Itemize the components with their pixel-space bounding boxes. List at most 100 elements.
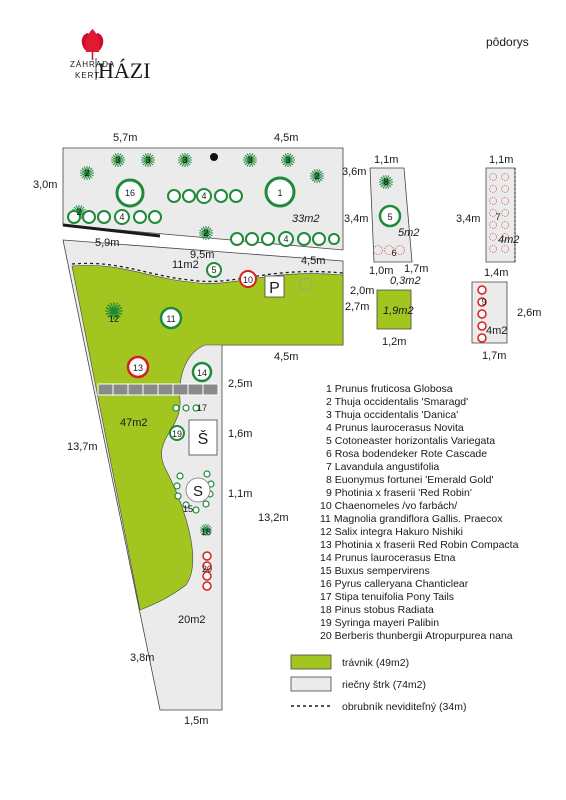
svg-text:16: 16: [125, 188, 135, 198]
dimension-labels: 5,7m 4,5m 3,0m 5,9m 9,5m 4,5m 2,7m 4,5m …: [33, 132, 541, 727]
svg-text:12: 12: [109, 314, 119, 324]
marker-s-caron: Š: [198, 429, 209, 448]
svg-text:6: 6: [391, 248, 396, 258]
svg-text:19: 19: [172, 429, 182, 439]
brand-logo: ZÁHRADA KERT HÁZI: [70, 29, 151, 83]
plant-symbols: [67, 152, 509, 591]
list-item: 3 Thuja occidentalis 'Danica': [326, 409, 458, 421]
svg-text:3: 3: [145, 155, 150, 165]
svg-text:15: 15: [183, 504, 193, 514]
bed-lawn-small: [376, 289, 412, 330]
page-label: pôdorys: [486, 35, 529, 49]
svg-text:2,7m: 2,7m: [345, 301, 369, 313]
svg-text:5: 5: [387, 212, 392, 222]
svg-text:3,4m: 3,4m: [456, 213, 480, 225]
svg-text:5: 5: [211, 265, 216, 275]
svg-text:2: 2: [203, 228, 208, 238]
tulip-icon: [81, 29, 104, 60]
svg-text:5,7m: 5,7m: [113, 132, 137, 144]
svg-text:4: 4: [283, 234, 288, 244]
svg-text:10: 10: [243, 275, 253, 285]
list-item: 7 Lavandula angustifolia: [326, 461, 439, 473]
list-item: 10 Chaenomeles /vo farbách/: [320, 500, 457, 512]
list-item: 2 Thuja occidentalis 'Smaragd': [326, 396, 468, 408]
svg-text:1,2m: 1,2m: [382, 336, 406, 348]
plant-list: 1 Prunus fruticosa Globosa 2 Thuja occid…: [320, 383, 519, 642]
svg-text:2: 2: [76, 207, 81, 217]
svg-text:14: 14: [197, 368, 207, 378]
list-item: 17 Stipa tenuifolia Pony Tails: [320, 591, 454, 603]
svg-text:5m2: 5m2: [398, 227, 419, 239]
svg-text:3,0m: 3,0m: [33, 179, 57, 191]
svg-text:20: 20: [202, 564, 212, 574]
list-item: 18 Pinus stobus Radiata: [320, 604, 434, 616]
svg-text:3: 3: [182, 155, 187, 165]
svg-text:3,4m: 3,4m: [344, 213, 368, 225]
svg-text:13,7m: 13,7m: [67, 441, 98, 453]
svg-text:13,2m: 13,2m: [258, 512, 289, 524]
svg-text:4: 4: [201, 191, 206, 201]
svg-text:0,3m2: 0,3m2: [390, 275, 421, 287]
svg-text:8: 8: [383, 177, 388, 187]
list-item: 1 Prunus fruticosa Globosa: [326, 383, 453, 395]
svg-text:3: 3: [247, 155, 252, 165]
svg-text:3,8m: 3,8m: [130, 652, 154, 664]
svg-text:2: 2: [314, 171, 319, 181]
list-item: 20 Berberis thunbergii Atropurpurea nana: [320, 630, 513, 642]
svg-text:2,5m: 2,5m: [228, 378, 252, 390]
svg-text:1,1m: 1,1m: [489, 154, 513, 166]
svg-text:1,5m: 1,5m: [184, 715, 208, 727]
svg-text:1,7m: 1,7m: [482, 350, 506, 362]
brand-name: HÁZI: [98, 58, 151, 83]
svg-text:1,1m: 1,1m: [228, 488, 252, 500]
legend-gravel-swatch: [290, 676, 332, 692]
marker-p: P: [269, 280, 280, 297]
list-item: 9 Photinia x fraserii 'Red Robin': [326, 487, 472, 499]
stepping-stones: [97, 383, 219, 396]
svg-text:1,0m: 1,0m: [369, 265, 393, 277]
list-item: 19 Syringa mayeri Palibin: [320, 617, 439, 629]
list-item: 12 Salix integra Hakuro Nishiki: [320, 526, 463, 538]
svg-text:20m2: 20m2: [178, 614, 206, 626]
area-labels: 33m2 47m2 20m2 11m2 5m2 0,3m2 4m2 1,9m2 …: [120, 213, 519, 626]
legend-lawn-swatch: [290, 654, 332, 670]
svg-text:5,9m: 5,9m: [95, 237, 119, 249]
svg-text:18: 18: [201, 527, 211, 537]
svg-text:4,5m: 4,5m: [274, 132, 298, 144]
list-item: 11 Magnolia grandiflora Gallis. Praecox: [320, 513, 503, 525]
legend: trávnik (49m2) riečny štrk (74m2) obrubn…: [290, 654, 466, 713]
svg-text:2,0m: 2,0m: [350, 285, 374, 297]
svg-text:1,1m: 1,1m: [374, 154, 398, 166]
svg-text:9,5m: 9,5m: [190, 249, 214, 261]
svg-text:3: 3: [285, 155, 290, 165]
legend-border: obrubník neviditeľný (34m): [342, 701, 466, 713]
svg-text:3: 3: [115, 155, 120, 165]
svg-text:33m2: 33m2: [292, 213, 320, 225]
brand-line1: ZÁHRADA: [70, 60, 115, 69]
svg-text:1,7m: 1,7m: [404, 263, 428, 275]
svg-text:1,6m: 1,6m: [228, 428, 252, 440]
brand-line2: KERT: [75, 71, 100, 80]
svg-text:7: 7: [495, 212, 500, 222]
svg-text:4m2: 4m2: [498, 234, 519, 246]
plant-numbers: 2 3 3 3 3 3 2 2 2 16 14 4 4 8 5 6 7 5 10 12 11 13 1…: [76, 155, 500, 574]
svg-text:9: 9: [481, 297, 486, 307]
list-item: 15 Buxus sempervirens: [320, 565, 430, 577]
svg-text:2,6m: 2,6m: [517, 307, 541, 319]
svg-text:47m2: 47m2: [120, 417, 148, 429]
list-item: 5 Cotoneaster horizontalis Variegata: [326, 435, 495, 447]
marker-s: S: [193, 483, 203, 500]
svg-text:11: 11: [166, 314, 175, 324]
legend-lawn: trávnik (49m2): [342, 657, 409, 669]
svg-text:1: 1: [277, 188, 282, 198]
svg-text:1,4m: 1,4m: [484, 267, 508, 279]
svg-text:4,5m: 4,5m: [301, 255, 325, 267]
legend-gravel: riečny štrk (74m2): [342, 679, 426, 691]
list-item: 6 Rosa bodendeker Rote Cascade: [326, 448, 487, 460]
list-item: 8 Euonymus fortunei 'Emerald Gold': [326, 474, 493, 486]
svg-text:13: 13: [133, 363, 143, 373]
svg-text:4,5m: 4,5m: [274, 351, 298, 363]
svg-text:3,6m: 3,6m: [342, 166, 366, 178]
svg-text:2: 2: [84, 168, 89, 178]
